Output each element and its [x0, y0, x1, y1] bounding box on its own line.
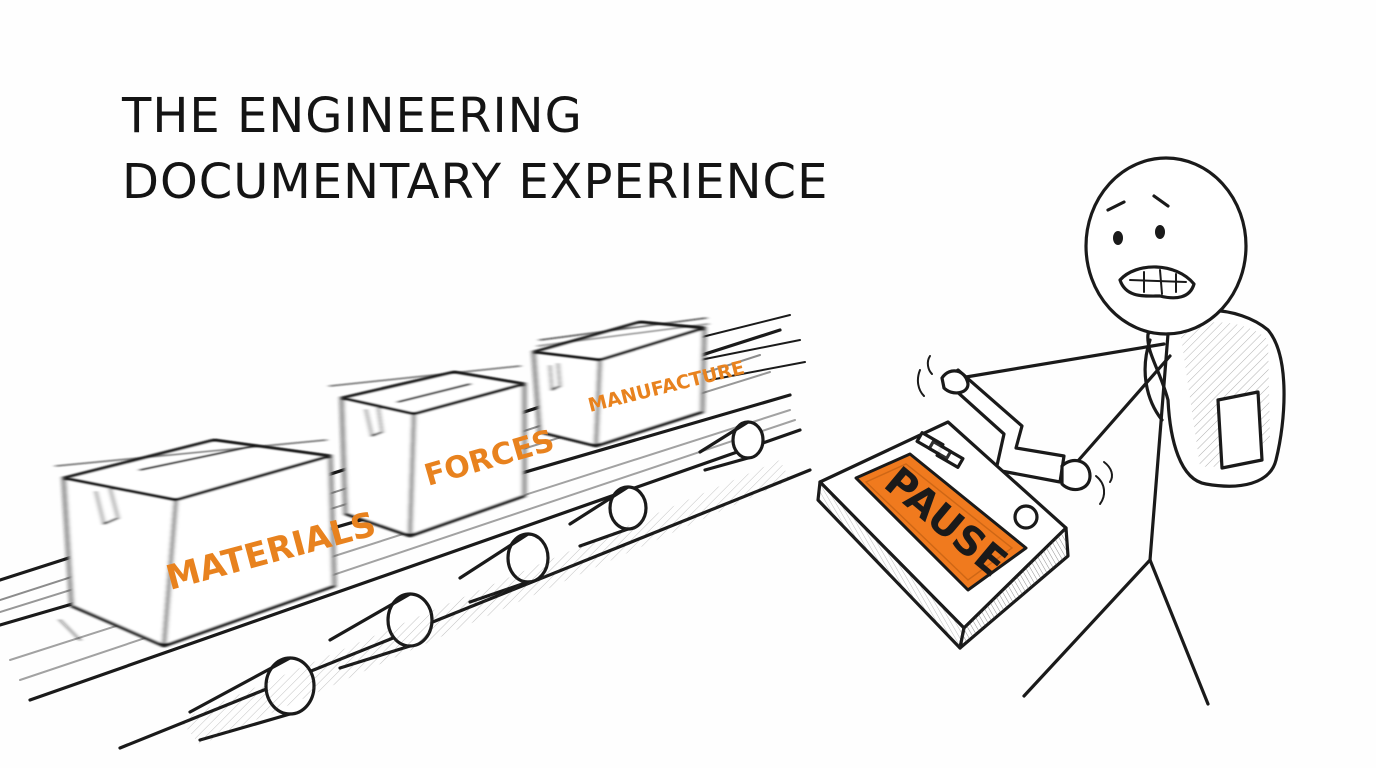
figure-eye	[1155, 225, 1165, 239]
figure-hand	[940, 369, 970, 395]
control-console: PAUSE	[816, 368, 1070, 650]
console-knob	[1013, 504, 1039, 530]
figure-eye	[1113, 231, 1123, 245]
box-forces: FORCES	[329, 365, 558, 538]
stick-figure	[916, 156, 1286, 706]
title-line-1: THE ENGINEERING	[121, 88, 583, 144]
backpack-pocket	[1216, 390, 1264, 470]
title-block: THE ENGINEERING DOCUMENTARY EXPERIENCE	[121, 88, 828, 210]
belt-rollers	[180, 420, 790, 745]
figure-hand	[1060, 458, 1092, 492]
backpack	[1143, 308, 1286, 488]
console-handle	[942, 368, 1066, 484]
title-line-2: DOCUMENTARY EXPERIENCE	[122, 154, 828, 210]
box-materials: MATERIALS	[55, 438, 380, 648]
box-manufacture: MANUFACTURE	[532, 317, 747, 448]
belt-lower-edge	[28, 428, 802, 702]
figure-head	[1084, 156, 1248, 336]
